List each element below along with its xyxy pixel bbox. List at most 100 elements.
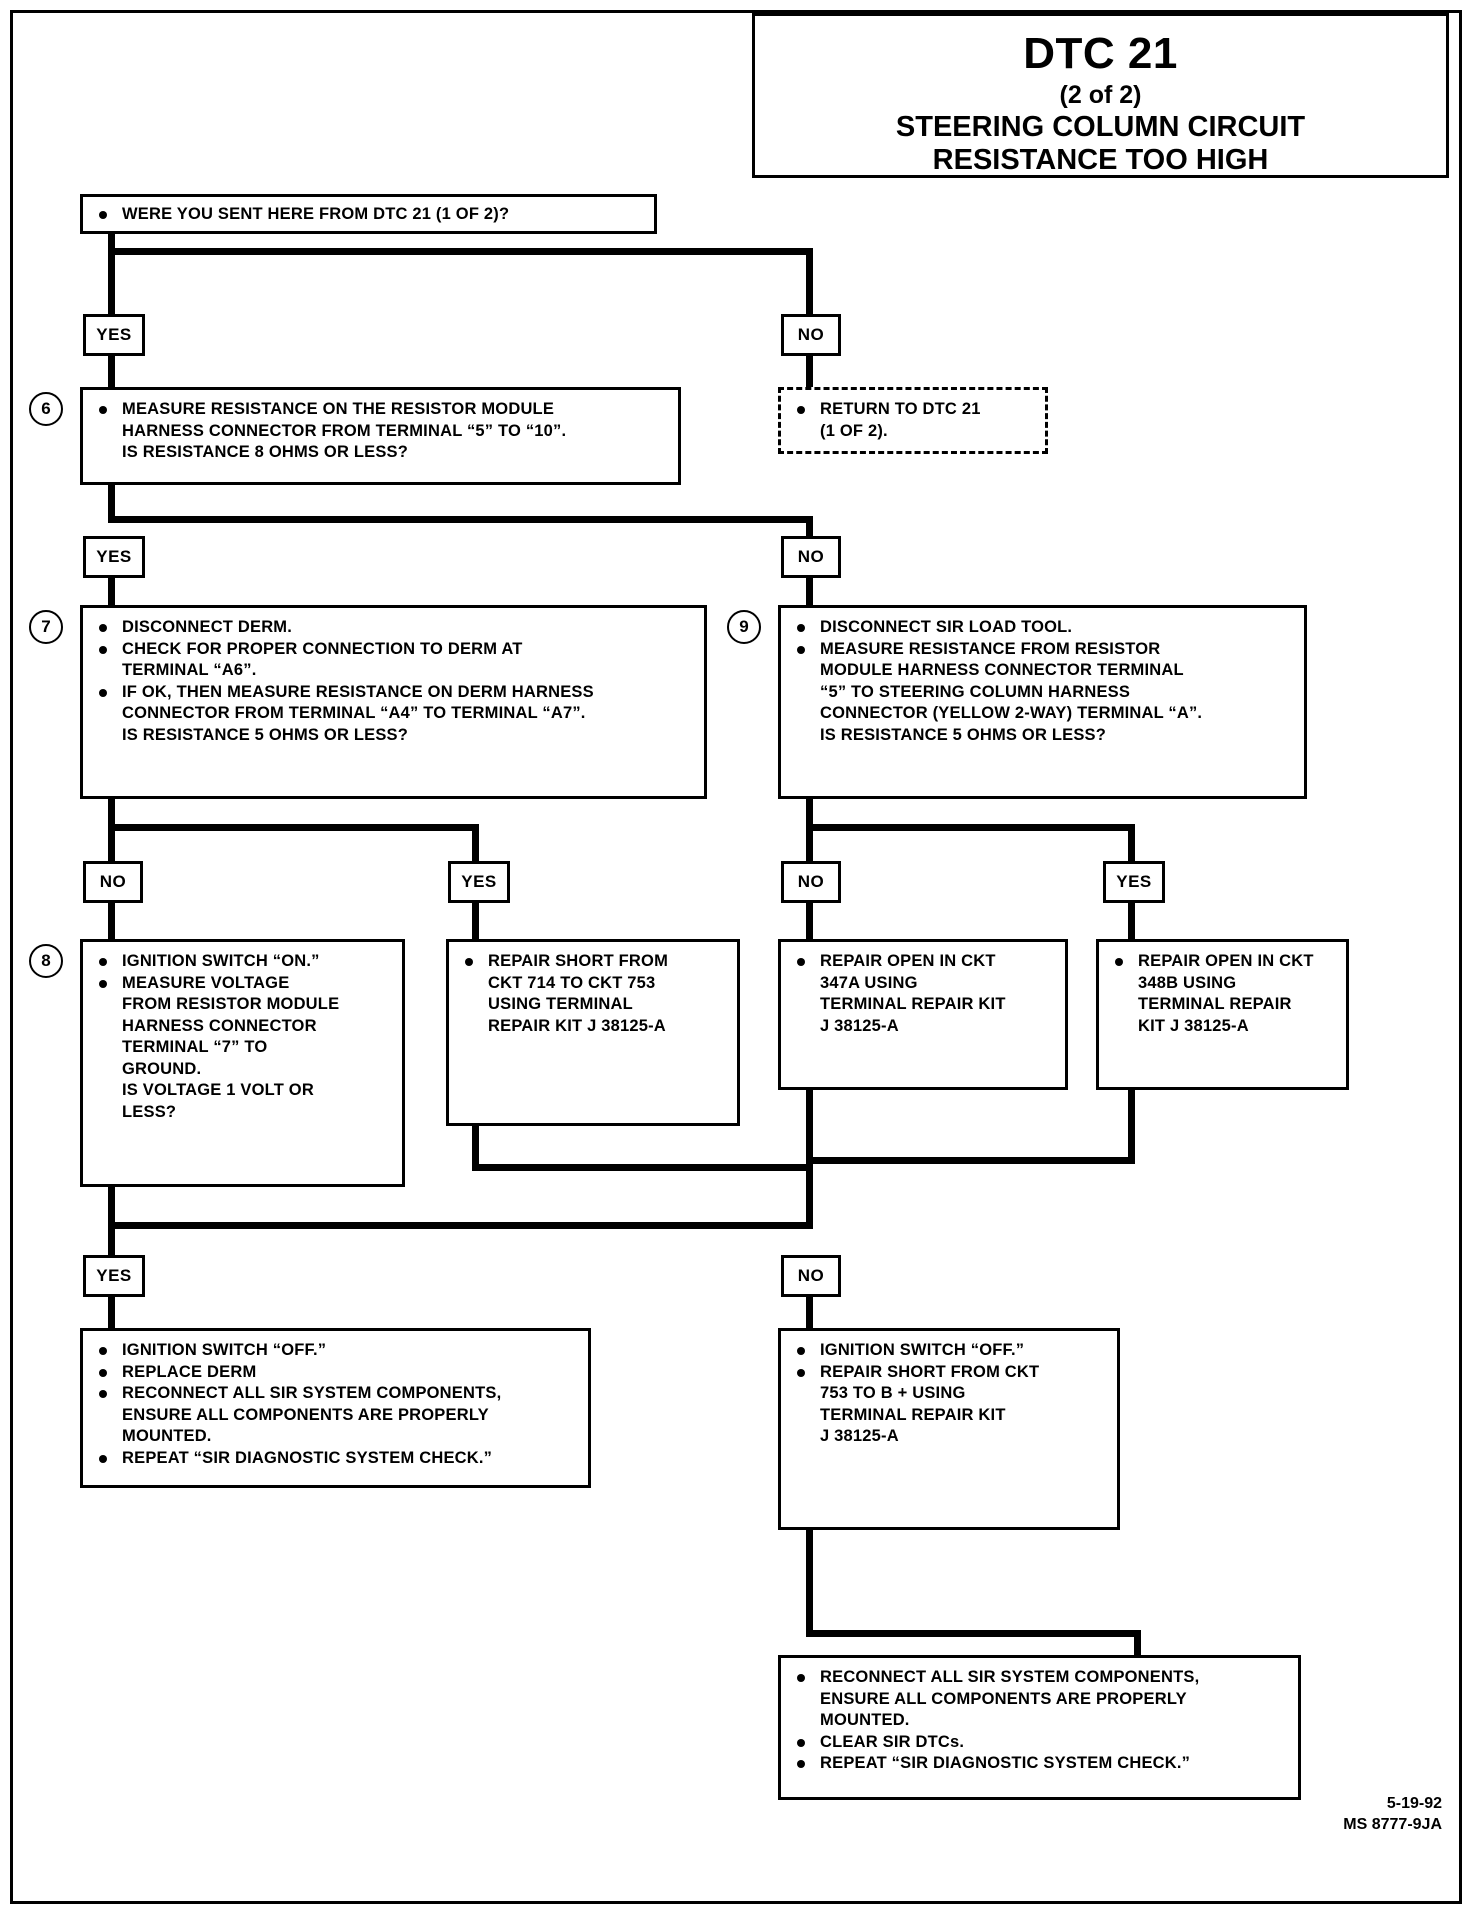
branch-label-no-4: NO [781,861,841,903]
connector-yes2-step7 [108,575,115,605]
connector-step6-no [806,516,813,541]
branch-label-yes-3: YES [448,861,510,903]
connector-yes4-repair348b [1128,900,1135,940]
step6-line-3: IS RESISTANCE 8 OHMS OR LESS? [122,443,409,461]
branch-label-yes-5: YES [83,1255,145,1297]
step7-line-4: IF OK, THEN MEASURE RESISTANCE ON DERM H… [91,682,696,704]
repair714-line-4: REPAIR KIT J 38125-A [488,1016,666,1035]
branch-label-yes-2: YES [83,536,145,578]
connector-start-down [108,231,115,253]
branch-label-yes-1: YES [83,314,145,356]
repair-ckt347a-box: REPAIR OPEN IN CKT 347A USING TERMINAL R… [778,939,1068,1090]
step9-line-5: CONNECTOR (YELLOW 2-WAY) TERMINAL “A”. [820,704,1203,722]
step7-line-3: TERMINAL “A6”. [122,661,257,679]
step9-line-3: MODULE HARNESS CONNECTOR TERMINAL [820,661,1184,679]
repair-ckt714-box: REPAIR SHORT FROM CKT 714 TO CKT 753 USI… [446,939,740,1126]
connector-step7-no-down [108,824,115,867]
step8-line-1: IGNITION SWITCH “ON.” [91,951,394,973]
final-left-line-6: REPEAT “SIR DIAGNOSTIC SYSTEM CHECK.” [91,1448,580,1470]
step6-line-1: MEASURE RESISTANCE ON THE RESISTOR MODUL… [91,399,670,421]
connector-repair348b-down [1128,1090,1135,1164]
repair753-line-3: 753 TO B + USING [820,1384,966,1402]
connector-step9-no-down [806,824,813,867]
connector-no4-repair347a [806,900,813,940]
step8-line-6: GROUND. [122,1059,202,1078]
connector-no1-return [806,353,813,387]
step7-line-5: CONNECTOR FROM TERMINAL “A4” TO TERMINAL… [122,704,586,722]
connector-step9-yes-down [1128,824,1135,867]
final-replace-derm-box: IGNITION SWITCH “OFF.” REPLACE DERM RECO… [80,1328,591,1488]
repair714-line-2: CKT 714 TO CKT 753 [488,973,656,992]
branch-label-no-2: NO [781,536,841,578]
repair347a-line-2: 347A USING [820,973,918,992]
step9-line-4: “5” TO STEERING COLUMN HARNESS [820,682,1131,701]
title-line-2: RESISTANCE TOO HIGH [932,144,1269,176]
branch-label-no-5: NO [781,1255,841,1297]
repair348b-line-4: KIT J 38125-A [1138,1016,1249,1035]
repair348b-line-1: REPAIR OPEN IN CKT [1107,951,1338,973]
repair753-line-4: TERMINAL REPAIR KIT [820,1405,1006,1424]
final-bottom-line-3: MOUNTED. [820,1711,910,1729]
final-left-line-2: REPLACE DERM [91,1362,580,1384]
repair347a-line-3: TERMINAL REPAIR KIT [820,995,1006,1013]
footer-block: 5-19-92 MS 8777-9JA [1343,1793,1442,1835]
connector-step8-yes-down [108,1222,115,1262]
connector-yes3-repair714 [472,900,479,940]
repair714-line-3: USING TERMINAL [488,995,633,1013]
final-left-line-3: RECONNECT ALL SIR SYSTEM COMPONENTS, [91,1383,580,1405]
connector-final-bottom-in [1134,1630,1141,1658]
step6-line-2: HARNESS CONNECTOR FROM TERMINAL “5” TO “… [122,421,567,440]
footer-date: 5-19-92 [1386,1795,1442,1812]
step-number-6: 6 [29,392,63,426]
step-number-8: 8 [29,944,63,978]
connector-yes5-final [108,1295,115,1328]
repair-ckt348b-box: REPAIR OPEN IN CKT 348B USING TERMINAL R… [1096,939,1349,1090]
repair753-line-1: IGNITION SWITCH “OFF.” [789,1340,1109,1362]
step6-box: MEASURE RESISTANCE ON THE RESISTOR MODUL… [80,387,681,485]
footer-doc-id: MS 8777-9JA [1343,1816,1442,1833]
page-border [10,10,1462,1904]
repair753-line-5: J 38125-A [820,1427,899,1445]
final-bottom-line-4: CLEAR SIR DTCs. [789,1732,1290,1754]
title-line-1: STEERING COLUMN CIRCUIT [895,111,1306,143]
connector-repair753-rail [806,1630,1141,1637]
connector-step6-split [108,516,813,523]
repair347a-line-1: REPAIR OPEN IN CKT [789,951,1057,973]
repair714-line-1: REPAIR SHORT FROM [457,951,729,973]
return-line-1: RETURN TO DTC 21 [789,399,1037,421]
step8-line-5: TERMINAL “7” TO [122,1038,268,1056]
connector-no3-step8 [108,900,115,940]
connector-repair347a-down [806,1090,813,1170]
connector-start-no [806,248,813,320]
step9-line-1: DISCONNECT SIR LOAD TOOL. [789,617,1296,639]
connector-start-yes [108,248,115,320]
start-question-text: WERE YOU SENT HERE FROM DTC 21 (1 OF 2)? [91,204,646,226]
final-reconnect-box: RECONNECT ALL SIR SYSTEM COMPONENTS, ENS… [778,1655,1301,1800]
final-left-line-5: MOUNTED. [122,1427,212,1445]
connector-step9-split [806,824,1135,831]
title-dtc-code: DTC 21 [1023,29,1178,78]
connector-step7-down [108,796,115,831]
repair348b-line-3: TERMINAL REPAIR [1138,995,1292,1013]
connector-step6-down [108,482,115,522]
connector-step7-yes-down [472,824,479,867]
step9-line-6: IS RESISTANCE 5 OHMS OR LESS? [820,725,1107,744]
step9-box: DISCONNECT SIR LOAD TOOL. MEASURE RESIST… [778,605,1307,799]
repair347a-line-4: J 38125-A [820,1016,899,1035]
final-bottom-line-5: REPEAT “SIR DIAGNOSTIC SYSTEM CHECK.” [789,1753,1290,1775]
step8-line-8: LESS? [122,1102,177,1121]
final-bottom-line-1: RECONNECT ALL SIR SYSTEM COMPONENTS, [789,1667,1290,1689]
step8-line-3: FROM RESISTOR MODULE [122,995,340,1013]
connector-merge-rail [472,1164,813,1171]
connector-repair753-down [806,1527,813,1637]
connector-no5-repair753 [806,1295,813,1328]
repair-ckt753-box: IGNITION SWITCH “OFF.” REPAIR SHORT FROM… [778,1328,1120,1530]
step8-box: IGNITION SWITCH “ON.” MEASURE VOLTAGE FR… [80,939,405,1187]
connector-step9-down [806,796,813,831]
step7-line-6: IS RESISTANCE 5 OHMS OR LESS? [122,725,409,744]
final-bottom-line-2: ENSURE ALL COMPONENTS ARE PROPERLY [820,1689,1187,1708]
repair348b-line-2: 348B USING [1138,973,1237,992]
step7-box: DISCONNECT DERM. CHECK FOR PROPER CONNEC… [80,605,707,799]
final-left-line-4: ENSURE ALL COMPONENTS ARE PROPERLY [122,1405,489,1424]
